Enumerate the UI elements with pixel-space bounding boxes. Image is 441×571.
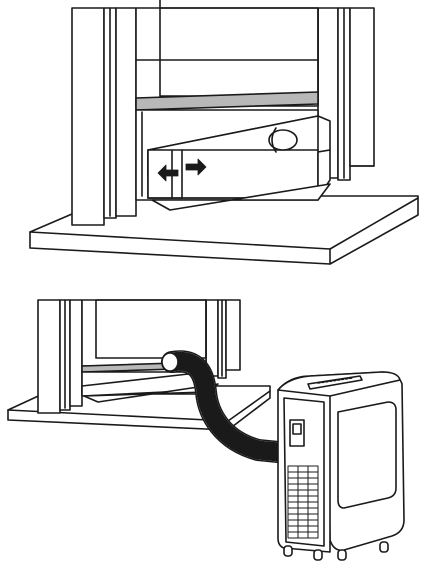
portable-air-conditioner bbox=[277, 371, 405, 561]
bottom-panel-ac-setup bbox=[7, 299, 405, 561]
window-sash bbox=[135, 0, 319, 107]
arrow-left-icon bbox=[157, 164, 179, 182]
exhaust-port-opening bbox=[268, 129, 298, 151]
window-frame-right bbox=[205, 299, 241, 379]
front-grille bbox=[287, 465, 319, 539]
caster-wheels bbox=[283, 541, 389, 561]
exhaust-hose bbox=[161, 350, 289, 463]
top-panel-window-kit bbox=[29, 0, 419, 265]
hose-window-adapter bbox=[161, 352, 179, 372]
window-frame-left bbox=[37, 299, 83, 414]
arrow-right-icon bbox=[185, 158, 207, 176]
side-panel bbox=[337, 401, 397, 509]
window-frame-left bbox=[71, 7, 137, 226]
sash-rail bbox=[135, 91, 319, 111]
